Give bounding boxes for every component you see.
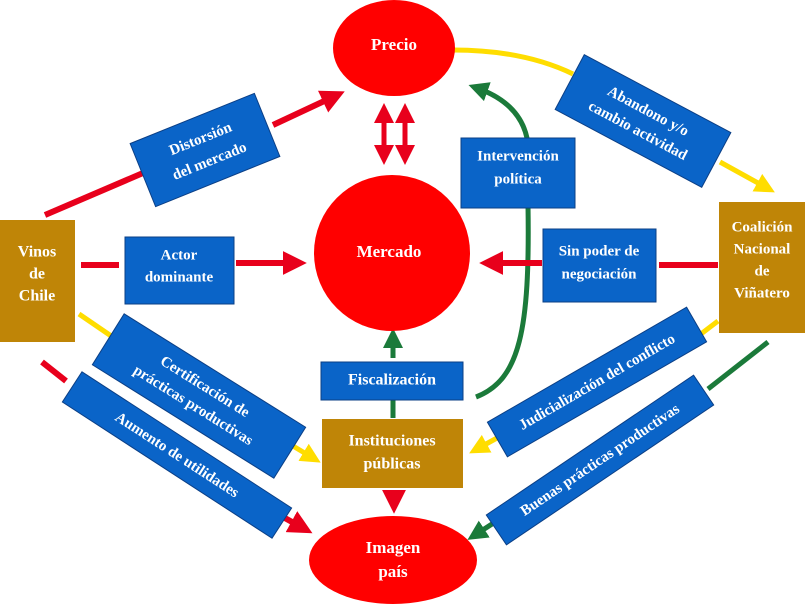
edge-precio-abandono bbox=[452, 47, 575, 77]
actor-dominante-line1: Actor bbox=[161, 247, 198, 263]
label-fiscalizacion: Fiscalización bbox=[320, 361, 464, 401]
coalicion-label-line1: Coalición bbox=[732, 219, 793, 235]
edge-instituciones-intervencion bbox=[475, 204, 531, 400]
intervencion-line2: política bbox=[494, 171, 542, 187]
actor-dominante-line2: dominante bbox=[145, 269, 214, 285]
precio-label: Precio bbox=[371, 35, 417, 54]
edge-buenas-imagen bbox=[467, 520, 494, 540]
coalicion-label-line2: Nacional bbox=[734, 241, 791, 257]
edge-intervencion-precio bbox=[468, 82, 530, 139]
actor-vinos-de-chile: Vinos de Chile bbox=[0, 220, 75, 342]
label-abandono: Abandono y/o cambio actividad bbox=[554, 53, 732, 189]
label-intervencion: Intervención política bbox=[460, 137, 576, 209]
edge-abandono-coalicion bbox=[718, 159, 775, 193]
label-distorsion: Distorsión del mercado bbox=[129, 92, 281, 208]
edge-distorsion-precio bbox=[271, 90, 345, 128]
imagen-label-line1: Imagen bbox=[366, 538, 421, 557]
edge-judicializacion-instituciones bbox=[469, 434, 499, 454]
actor-coalicion: Coalición Nacional de Viñatero bbox=[719, 202, 805, 333]
edge-aumento-imagen bbox=[281, 511, 313, 534]
vinos-label-line2: de bbox=[29, 266, 45, 283]
fiscalizacion-text: Fiscalización bbox=[348, 372, 436, 389]
edge-vinos-aumento bbox=[40, 359, 68, 384]
coalicion-label-line3: de bbox=[755, 263, 770, 279]
instituciones-label-line1: Instituciones bbox=[348, 433, 435, 450]
label-sin-poder: Sin poder de negociación bbox=[542, 228, 657, 303]
instituciones-label-line2: públicas bbox=[364, 456, 421, 473]
vinos-label-line1: Vinos bbox=[18, 244, 57, 261]
node-precio: Precio bbox=[333, 0, 455, 96]
edge-coalicion-buenas bbox=[706, 340, 770, 391]
mercado-label: Mercado bbox=[357, 242, 422, 261]
node-imagen-pais: Imagen país bbox=[309, 516, 477, 604]
coalicion-label-line4: Viñatero bbox=[734, 285, 790, 301]
intervencion-line1: Intervención bbox=[477, 148, 559, 164]
actor-instituciones: Instituciones públicas bbox=[322, 419, 463, 488]
connectors bbox=[40, 47, 775, 540]
edge-vinos-distorsion bbox=[43, 170, 145, 218]
node-mercado: Mercado bbox=[314, 175, 470, 331]
sin-poder-line2: negociación bbox=[562, 266, 638, 282]
sin-poder-line1: Sin poder de bbox=[559, 243, 640, 259]
label-actor-dominante: Actor dominante bbox=[124, 236, 235, 305]
vinos-label-line3: Chile bbox=[19, 288, 55, 305]
imagen-label-line2: país bbox=[378, 562, 408, 581]
